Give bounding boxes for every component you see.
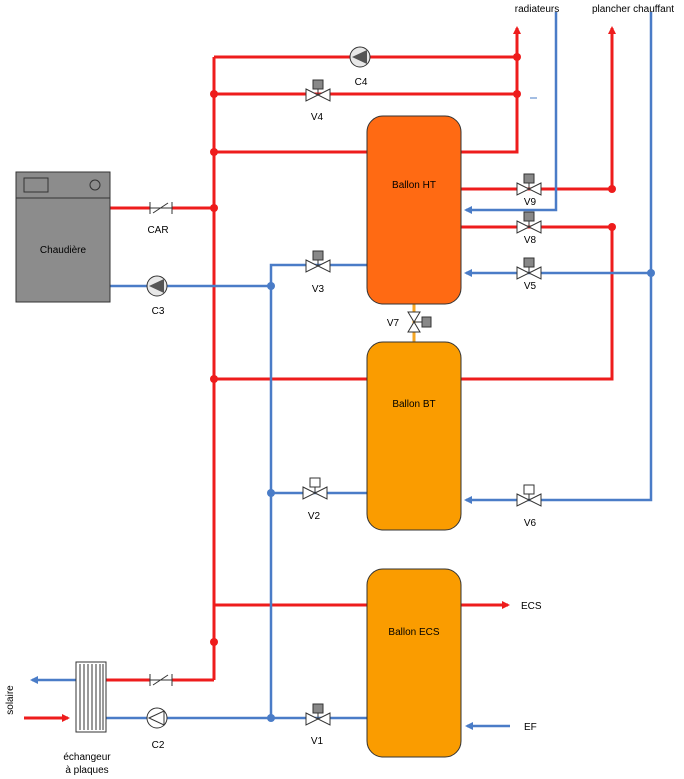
cold-pipes [30, 12, 653, 730]
label-c4: C4 [355, 77, 368, 88]
label-v9: V9 [524, 197, 537, 208]
valve-v6 [516, 484, 542, 507]
label-ecs: ECS [521, 601, 542, 612]
label-v4: V4 [311, 112, 324, 123]
label-solaire: solaire [5, 685, 16, 715]
label-v5: V5 [524, 281, 537, 292]
hot-pipes [24, 26, 616, 722]
label-v8: V8 [524, 235, 537, 246]
label-v1: V1 [311, 736, 324, 747]
label-ef: EF [524, 722, 537, 733]
label-echangeur-line1: échangeur [63, 752, 111, 763]
valve-v4 [305, 79, 331, 102]
boiler: Chaudière [15, 171, 111, 303]
junction-dots [210, 53, 655, 722]
boiler-label: Chaudière [40, 245, 87, 256]
plate-heat-exchanger [75, 661, 107, 733]
valve-v8 [516, 211, 542, 234]
label-radiateurs: radiateurs [515, 4, 559, 15]
valve-v9 [516, 173, 542, 196]
check-valve-solar [149, 674, 173, 686]
label-c2: C2 [152, 740, 165, 751]
valve-v5 [516, 257, 542, 280]
pump-c2 [146, 707, 168, 729]
tank-ecs-label: Ballon ECS [388, 627, 439, 638]
valve-v2 [302, 477, 328, 500]
label-car: CAR [147, 225, 168, 236]
tank-ballon-bt: Ballon BT [366, 341, 462, 531]
check-valve-car [149, 202, 173, 214]
label-c3: C3 [152, 306, 165, 317]
pump-c3 [146, 275, 168, 297]
label-echangeur-line2: à plaques [65, 765, 108, 776]
label-v2: V2 [308, 511, 321, 522]
valve-v7 [407, 311, 432, 333]
label-v3: V3 [312, 284, 325, 295]
tank-bt-label: Ballon BT [392, 399, 435, 410]
tank-ballon-ecs: Ballon ECS [366, 568, 462, 758]
valve-v1 [305, 703, 331, 726]
tank-ballon-ht: Ballon HT [366, 115, 462, 305]
label-v6: V6 [524, 518, 537, 529]
label-plancher-chauffant: plancher chauffant [592, 4, 674, 15]
valve-v3 [305, 250, 331, 273]
label-v7: V7 [387, 318, 400, 329]
pump-c4 [349, 46, 371, 68]
tank-ht-label: Ballon HT [392, 180, 436, 191]
